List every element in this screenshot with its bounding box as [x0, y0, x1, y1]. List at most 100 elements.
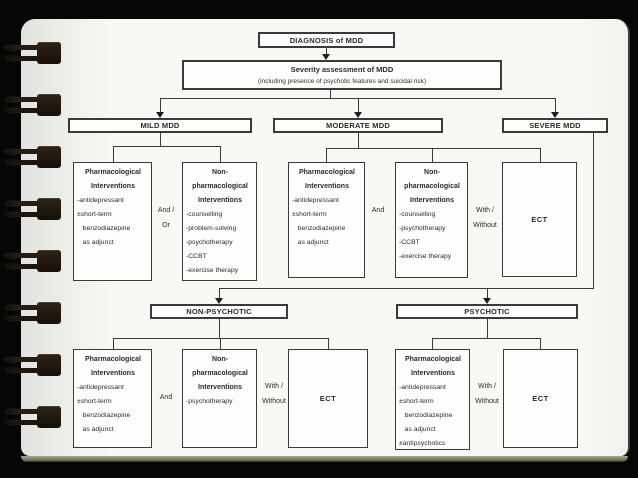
ring-loop-icon — [4, 263, 21, 270]
line-nonpsychotic-child — [113, 338, 114, 349]
line-severe-down — [593, 133, 594, 289]
box-items: -psychotherapy — [186, 395, 254, 409]
ring-wire-icon — [13, 409, 46, 414]
line-mild-down — [160, 133, 161, 146]
arrowhead — [354, 112, 362, 118]
ring-clip-icon — [37, 42, 61, 64]
text-line: Non- — [212, 356, 228, 363]
connector-label-and-or: And /Or — [150, 203, 182, 233]
text-line: Without — [473, 222, 497, 229]
text-line: Without — [475, 398, 499, 405]
ring-wire-icon — [13, 97, 46, 102]
line-psychotic-child — [432, 338, 433, 349]
severity-title: Severity assessment of MDD — [290, 65, 394, 74]
ring-wire-icon — [13, 253, 46, 258]
ring-loop-icon — [4, 367, 21, 374]
ring-wire-icon — [13, 264, 46, 269]
severity-subtitle: (including presence of psychotic feature… — [257, 78, 426, 85]
ring-clip-icon — [37, 354, 61, 376]
binder-ring — [4, 250, 61, 272]
ring-wire-icon — [13, 316, 46, 321]
line-psychotic-split — [432, 338, 540, 339]
text-line: ±antipsychotics — [399, 440, 446, 447]
line-to-psychotic — [487, 288, 488, 298]
ring-clip-icon — [37, 250, 61, 272]
text-line: -exercise therapy — [186, 267, 239, 274]
ring-loop-icon — [4, 211, 21, 218]
ring-wire-icon — [13, 149, 46, 154]
arrowhead — [322, 54, 330, 60]
psychotic-ect-box: ECT — [503, 349, 578, 448]
page-bottom-edge — [21, 456, 628, 462]
ring-wire-icon — [13, 420, 46, 425]
text-line: as adjunct — [77, 239, 114, 246]
ring-wire-icon — [13, 357, 46, 362]
ring-wire-icon — [13, 201, 46, 206]
text-line: Interventions — [305, 183, 349, 190]
ring-loop-icon — [4, 315, 21, 322]
ring-loop-icon — [4, 159, 21, 166]
text-line: -psychotherapy — [399, 225, 446, 232]
line-mild-child — [113, 146, 114, 162]
text-line: -antidepressant — [77, 384, 124, 391]
text-line: Interventions — [198, 197, 242, 204]
text-line: Non- — [212, 169, 228, 176]
text-line: ±short-term — [77, 211, 112, 218]
ring-wire-icon — [13, 45, 46, 50]
connector-label-with-without: With /Without — [467, 203, 503, 233]
ring-loop-icon — [4, 408, 21, 415]
ring-clip-icon — [37, 198, 61, 220]
binder-ring — [4, 354, 61, 376]
connector-label-and: And — [150, 390, 182, 405]
ring-loop-icon — [4, 304, 21, 311]
severe-mdd-box: SEVERE MDD — [502, 118, 608, 133]
text-line: Interventions — [198, 384, 242, 391]
text-line: Interventions — [410, 197, 454, 204]
ring-loop-icon — [4, 55, 21, 62]
text-line: Pharmacological — [298, 169, 356, 176]
text-line: With / — [265, 383, 283, 390]
text-line: benzodiazepine — [77, 225, 131, 232]
line-nonpsychotic-child — [328, 338, 329, 349]
moderate-mdd-box: MODERATE MDD — [273, 118, 443, 133]
line-moderate-child — [326, 148, 327, 162]
line-to-nonpsychotic — [219, 288, 220, 298]
text-line: benzodiazepine — [77, 412, 131, 419]
ring-wire-icon — [13, 160, 46, 165]
text-line: -counselling — [186, 211, 223, 218]
line-to-moderate — [358, 98, 359, 112]
line-moderate-down — [358, 133, 359, 148]
line-to-mild — [160, 98, 161, 112]
non-psychotic-box: NON-PSYCHOTIC — [150, 304, 288, 319]
ring-loop-icon — [4, 96, 21, 103]
binder-ring — [4, 146, 61, 168]
connector-label-with-without: With /Without — [256, 379, 292, 409]
text-line: benzodiazepine — [292, 225, 346, 232]
text-line: as adjunct — [292, 239, 329, 246]
arrowhead — [215, 298, 223, 304]
text-line: benzodiazepine — [399, 412, 453, 419]
line-diagnosis-to-severity — [326, 48, 327, 56]
ring-clip-icon — [37, 406, 61, 428]
ring-wire-icon — [13, 305, 46, 310]
ring-wire-icon — [13, 56, 46, 61]
text-line: And — [159, 394, 173, 401]
binder-ring — [4, 42, 61, 64]
ring-loop-icon — [4, 356, 21, 363]
diagnosis-box: DIAGNOSIS of MDD — [258, 32, 395, 48]
text-line: -exercise therapy — [399, 253, 452, 260]
text-line: ±short-term — [292, 211, 327, 218]
box-items: -antidepressant±short-term benzodiazepin… — [399, 381, 467, 451]
box-items: -antidepressant±short-term benzodiazepin… — [292, 194, 362, 250]
text-line: Pharmacological — [404, 356, 462, 363]
ring-loop-icon — [4, 148, 21, 155]
